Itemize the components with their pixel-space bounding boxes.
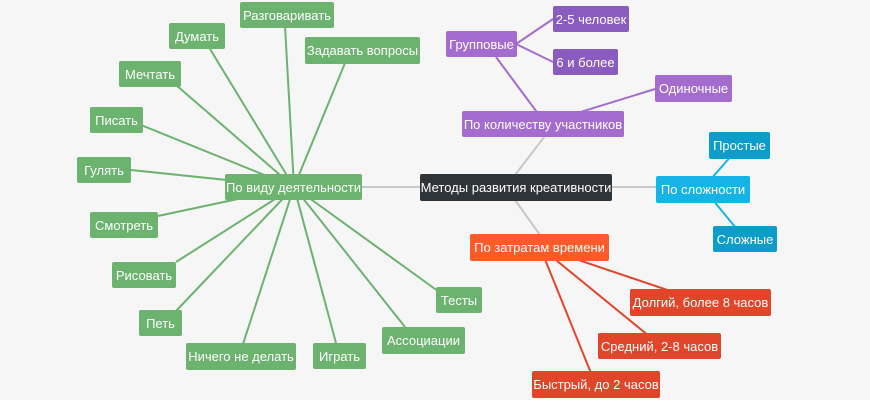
item-mechtat[interactable]: Мечтать (119, 61, 181, 87)
edge-6-i-bolee (515, 43, 554, 63)
item-prostye[interactable]: Простые (709, 132, 770, 159)
item-slozhnye[interactable]: Сложные (713, 226, 777, 252)
edge-testy (293, 186, 443, 295)
edge-nichego-ne-delat (242, 186, 295, 345)
item-dolgiy[interactable]: Долгий, более 8 часов (630, 289, 771, 316)
item-dumat[interactable]: Думать (169, 23, 225, 49)
edge-igrat (293, 186, 337, 344)
edge-razgovarivat (284, 25, 295, 188)
branch-time[interactable]: По затратам времени (470, 234, 609, 261)
item-risovat[interactable]: Рисовать (112, 262, 176, 288)
edge-center-time (514, 199, 541, 236)
item-igrat[interactable]: Играть (313, 343, 366, 369)
branch-complexity[interactable]: По сложности (656, 176, 750, 203)
item-pisat[interactable]: Писать (90, 107, 143, 133)
branch-activity[interactable]: По виду деятельности (225, 174, 362, 200)
item-odinochnye[interactable]: Одиночные (655, 75, 732, 102)
edge-zadavat-voprosy (293, 62, 346, 188)
item-gulyat[interactable]: Гулять (77, 157, 131, 183)
center-node[interactable]: Методы развития креативности (420, 174, 612, 201)
edge-mechtat (175, 84, 295, 188)
item-testy[interactable]: Тесты (436, 287, 482, 313)
item-pet[interactable]: Петь (139, 310, 182, 336)
item-gruppovye[interactable]: Групповые (446, 31, 517, 57)
item-2-5-chelovek[interactable]: 2-5 человек (553, 6, 629, 32)
item-smotret[interactable]: Смотреть (90, 212, 158, 238)
item-razgovarivat[interactable]: Разговаривать (240, 2, 334, 28)
item-bystryy[interactable]: Быстрый, до 2 часов (532, 371, 660, 398)
item-sredniy[interactable]: Средний, 2-8 часов (598, 333, 721, 359)
edge-sredniy (539, 246, 661, 346)
item-associacii[interactable]: Ассоциации (382, 327, 465, 354)
branch-participants[interactable]: По количеству участников (462, 111, 624, 137)
edge-pet (175, 186, 295, 312)
item-zadavat-voprosy[interactable]: Задавать вопросы (305, 37, 420, 64)
edge-2-5 (515, 18, 554, 45)
item-6-i-bolee[interactable]: 6 и более (553, 49, 618, 75)
edge-associacii (293, 186, 406, 328)
edge-bystryy (539, 246, 596, 384)
edge-center-participants (514, 135, 546, 176)
edge-dumat (209, 48, 295, 188)
item-nichego-ne-delat[interactable]: Ничего не делать (186, 343, 296, 370)
